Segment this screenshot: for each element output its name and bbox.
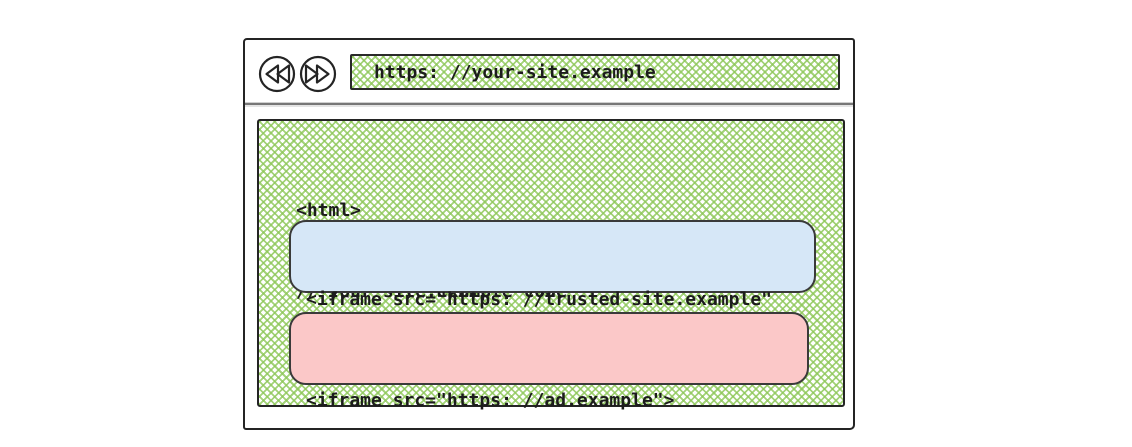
browser-toolbar: https: //your-site.example [245, 40, 853, 102]
browser-window: https: //your-site.example <html> // you… [243, 38, 855, 430]
fast-forward-icon [298, 54, 338, 94]
page-content: <html> // your-site.example code <iframe… [257, 119, 845, 411]
url-bar[interactable]: https: //your-site.example [350, 54, 840, 90]
ad-iframe-line-1: <iframe src="https: //ad.example"> [306, 390, 675, 411]
url-text: https: //your-site.example [374, 61, 656, 83]
html-tag-line: <html> [296, 200, 362, 221]
rewind-icon [257, 54, 297, 94]
forward-button[interactable] [298, 54, 338, 94]
trusted-iframe-line-1: <iframe src="https: //trusted-site.examp… [306, 289, 772, 310]
trusted-iframe-box: <iframe src="https: //trusted-site.examp… [289, 220, 816, 385]
back-button[interactable] [257, 54, 297, 94]
toolbar-separator [245, 102, 853, 107]
ad-iframe-box: <iframe src="https: //ad.example"> [289, 312, 809, 411]
